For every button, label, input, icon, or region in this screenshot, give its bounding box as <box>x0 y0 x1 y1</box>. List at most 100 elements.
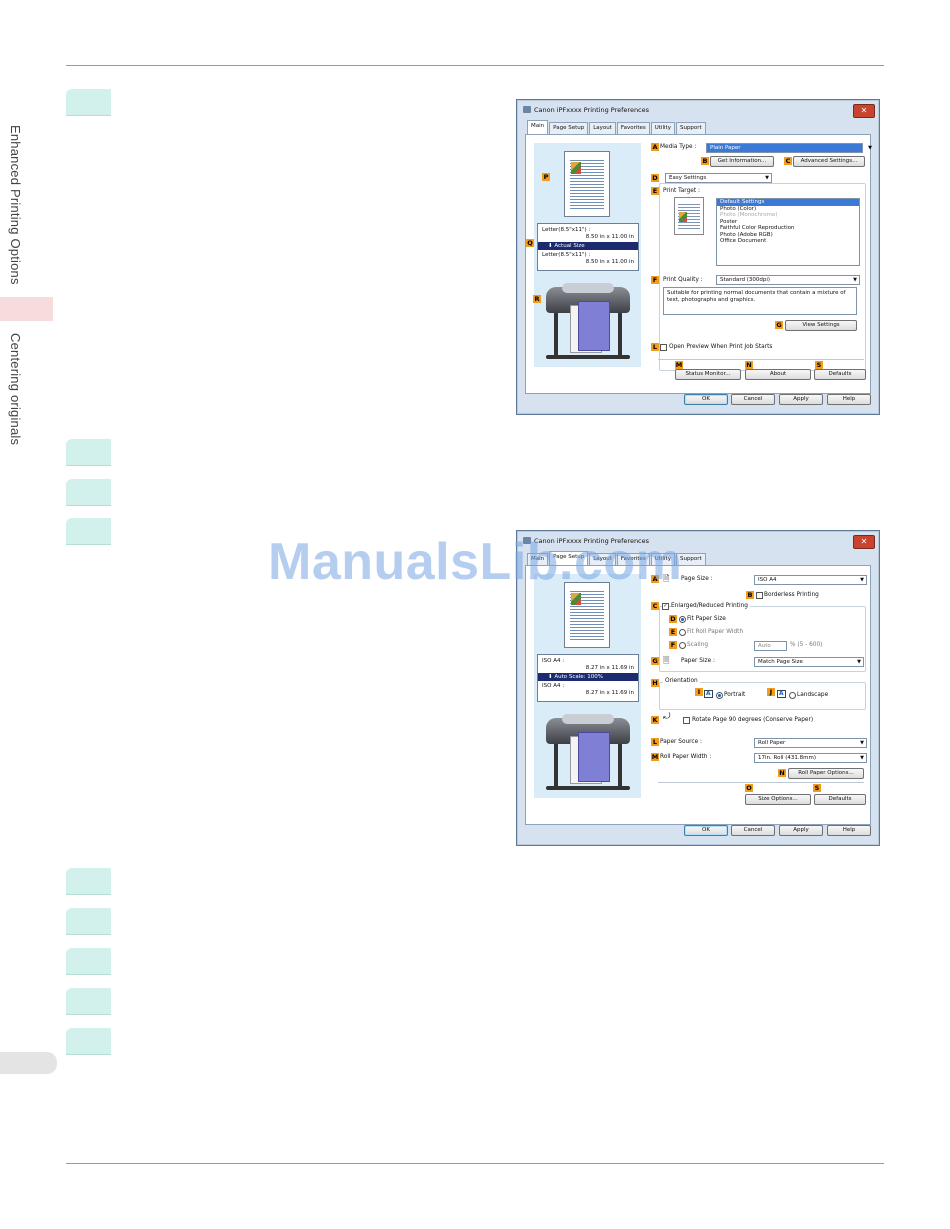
size-info-box: ISO A4 : 8.27 in x 11.69 in ⬇ Auto Scale… <box>537 654 639 702</box>
label-f: F <box>651 276 659 284</box>
get-information-button[interactable]: Get Information... <box>710 156 774 167</box>
landscape-radio[interactable] <box>789 692 796 699</box>
tab-main[interactable]: Main <box>527 553 549 565</box>
fit-roll-width-radio[interactable] <box>679 629 686 636</box>
printer-illustration <box>542 712 634 794</box>
step-marker-5 <box>66 868 111 895</box>
defaults-button[interactable]: Defaults <box>814 369 866 380</box>
print-target-item[interactable]: Poster <box>720 218 738 225</box>
step-marker-4 <box>66 518 111 545</box>
close-icon[interactable]: ✕ <box>853 535 875 549</box>
tab-support[interactable]: Support <box>675 122 706 134</box>
print-target-item[interactable]: Photo (Color) <box>720 205 757 212</box>
description-text: Suitable for printing normal documents t… <box>667 290 846 303</box>
preview-pane: Letter(8.5"x11") : 8.50 in x 11.00 in ⬇ … <box>534 143 641 367</box>
step-marker-9 <box>66 1028 111 1055</box>
roll-width-select[interactable]: 17in. Roll (431.8mm)▼ <box>754 753 867 763</box>
page-size-select[interactable]: ISO A4▼ <box>754 575 867 585</box>
size-info-output-dims: 8.27 in x 11.69 in <box>585 690 634 696</box>
print-target-item[interactable]: Default Settings <box>717 199 859 206</box>
dialog-titlebar: Canon iPFxxxx Printing Preferences ✕ <box>517 100 879 120</box>
tab-utility[interactable]: Utility <box>650 122 675 134</box>
open-preview-label: Open Preview When Print Job Starts <box>669 344 773 350</box>
cancel-button[interactable]: Cancel <box>731 825 775 836</box>
print-target-item[interactable]: Photo (Adobe RGB) <box>720 231 773 238</box>
rotate-page-checkbox[interactable] <box>683 717 690 724</box>
side-tab-marker <box>0 297 53 321</box>
advanced-settings-button[interactable]: Advanced Settings... <box>793 156 865 167</box>
fit-paper-size-radio[interactable] <box>679 616 686 623</box>
roll-width-value: 17in. Roll (431.8mm) <box>758 755 817 761</box>
scaling-label: Scaling <box>687 642 708 648</box>
print-target-item[interactable]: Photo (Monochrome) <box>720 212 778 218</box>
enlarged-checkbox[interactable]: ✓ <box>662 603 669 610</box>
label-p: P <box>542 173 550 181</box>
help-button[interactable]: Help <box>827 825 871 836</box>
print-quality-value: Standard (300dpi) <box>720 277 771 283</box>
media-type-select[interactable]: Plain Paper▼ <box>706 143 872 153</box>
size-info-original: Letter(8.5"x11") : <box>542 227 591 233</box>
tab-layout[interactable]: Layout <box>589 122 616 134</box>
page-preview-image <box>564 151 610 217</box>
tab-layout[interactable]: Layout <box>589 553 616 565</box>
apply-button[interactable]: Apply <box>779 394 823 405</box>
print-target-list[interactable]: Default Settings Photo (Color) Photo (Mo… <box>716 198 860 266</box>
roll-width-label: Roll Paper Width : <box>660 754 712 760</box>
media-type-label: Media Type : <box>660 144 697 150</box>
side-section-centering-originals[interactable]: Centering originals <box>8 333 23 446</box>
size-info-scale-text: Actual Size <box>554 243 585 249</box>
step-marker-8 <box>66 988 111 1015</box>
label-j: J <box>767 688 775 696</box>
print-target-item[interactable]: Office Document <box>720 238 767 244</box>
label-o: O <box>745 784 753 792</box>
label-s: S <box>813 784 821 792</box>
paper-source-select[interactable]: Roll Paper▼ <box>754 738 867 748</box>
tab-page-setup[interactable]: Page Setup <box>549 551 589 565</box>
cancel-button[interactable]: Cancel <box>731 394 775 405</box>
defaults-button[interactable]: Defaults <box>814 794 866 805</box>
scaling-radio[interactable] <box>679 642 686 649</box>
print-target-item[interactable]: Faithful Color Reproduction <box>720 225 795 231</box>
tab-page-setup[interactable]: Page Setup <box>549 122 589 134</box>
landscape-icon: A <box>777 690 786 698</box>
roll-paper-options-button[interactable]: Roll Paper Options... <box>788 768 864 779</box>
tab-support[interactable]: Support <box>675 553 706 565</box>
ok-button[interactable]: OK <box>684 825 728 836</box>
paper-size-icon: 🗏 <box>663 656 670 665</box>
open-preview-checkbox[interactable] <box>660 344 667 351</box>
view-settings-button[interactable]: View Settings <box>785 320 857 331</box>
size-info-original-dims: 8.50 in x 11.00 in <box>585 234 634 240</box>
label-n: N <box>778 769 786 777</box>
portrait-radio[interactable] <box>716 692 723 699</box>
enlarged-label: Enlarged/Reduced Printing <box>671 603 750 609</box>
help-button[interactable]: Help <box>827 394 871 405</box>
close-icon[interactable]: ✕ <box>853 104 875 118</box>
print-quality-select[interactable]: Standard (300dpi)▼ <box>716 275 860 285</box>
print-target-label: Print Target : <box>663 188 700 194</box>
rotate-page-icon: ⤾ <box>663 712 671 722</box>
mode-select[interactable]: Easy Settings▼ <box>665 173 772 183</box>
landscape-label: Landscape <box>797 692 829 698</box>
paper-size-select[interactable]: Match Page Size▼ <box>754 657 864 667</box>
size-info-output: ISO A4 : <box>542 683 565 689</box>
tab-utility[interactable]: Utility <box>650 553 675 565</box>
label-h: H <box>651 679 659 687</box>
label-c: C <box>784 157 792 165</box>
size-options-button[interactable]: Size Options... <box>745 794 811 805</box>
label-l: L <box>651 738 659 746</box>
tab-strip: Main Page Setup Layout Favorites Utility… <box>527 551 707 566</box>
print-target-preview <box>674 197 704 235</box>
tab-favorites[interactable]: Favorites <box>616 122 650 134</box>
scaling-input[interactable]: Auto <box>754 641 787 651</box>
tab-favorites[interactable]: Favorites <box>616 553 650 565</box>
about-button[interactable]: About <box>745 369 811 380</box>
tab-main[interactable]: Main <box>527 120 549 134</box>
label-n: N <box>745 361 753 369</box>
apply-button[interactable]: Apply <box>779 825 823 836</box>
borderless-checkbox[interactable] <box>756 592 763 599</box>
printer-icon <box>523 537 531 544</box>
status-monitor-button[interactable]: Status Monitor... <box>675 369 741 380</box>
ok-button[interactable]: OK <box>684 394 728 405</box>
side-section-enhanced-printing[interactable]: Enhanced Printing Options <box>8 125 23 285</box>
page-size-value: ISO A4 <box>758 577 777 583</box>
